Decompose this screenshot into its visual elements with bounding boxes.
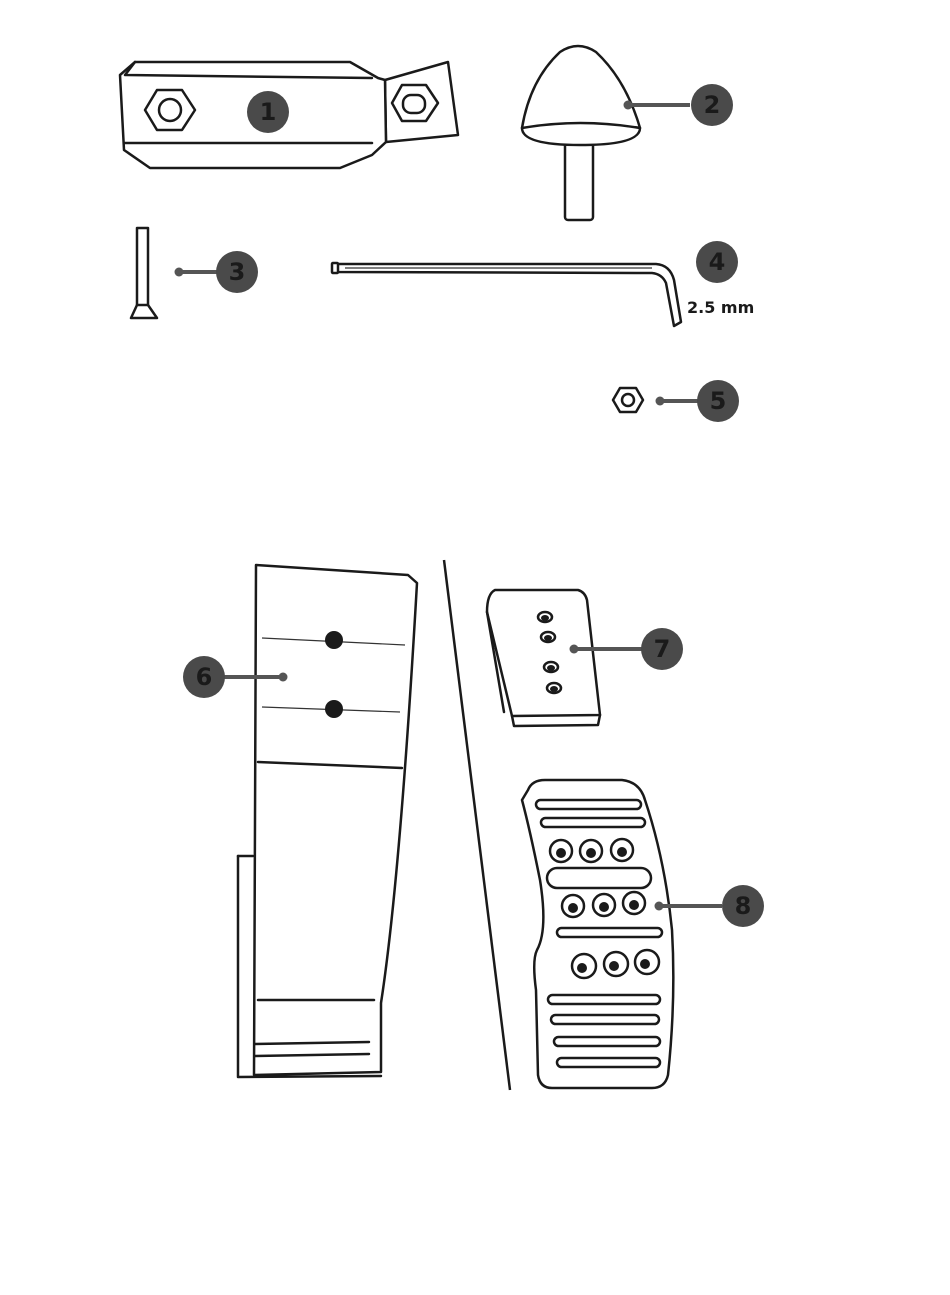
hex-key-icon — [332, 263, 681, 326]
spacer-block-icon — [487, 590, 600, 726]
badge-8: 8 — [722, 885, 764, 927]
badge-1: 1 — [247, 91, 289, 133]
leader-2-dot — [624, 101, 633, 110]
badge-1-label: 1 — [260, 98, 277, 126]
leader-3-dot — [175, 268, 184, 277]
badge-2: 2 — [691, 84, 733, 126]
leader-8-dot — [655, 902, 664, 911]
badge-3: 3 — [216, 251, 258, 293]
pedal-plate-icon — [522, 780, 673, 1088]
leader-5-dot — [656, 397, 665, 406]
badge-8-label: 8 — [735, 892, 752, 920]
screw-icon — [131, 228, 157, 318]
badge-5-label: 5 — [710, 387, 727, 415]
pedal-arm-icon — [238, 565, 417, 1077]
badge-2-label: 2 — [704, 91, 721, 119]
badge-6-label: 6 — [196, 663, 213, 691]
leader-7-dot — [570, 645, 579, 654]
hex-nut-icon — [613, 388, 643, 412]
badge-4-label: 4 — [709, 248, 726, 276]
badge-5: 5 — [697, 380, 739, 422]
bracket-icon — [120, 62, 458, 168]
badge-4: 4 — [696, 241, 738, 283]
cone-stopper-icon — [522, 46, 640, 220]
badge-6: 6 — [183, 656, 225, 698]
badge-7: 7 — [641, 628, 683, 670]
leader-6-dot — [279, 673, 288, 682]
badge-3-label: 3 — [229, 258, 246, 286]
badge-7-label: 7 — [654, 635, 671, 663]
hex-key-size-label: 2.5 mm — [687, 298, 754, 317]
